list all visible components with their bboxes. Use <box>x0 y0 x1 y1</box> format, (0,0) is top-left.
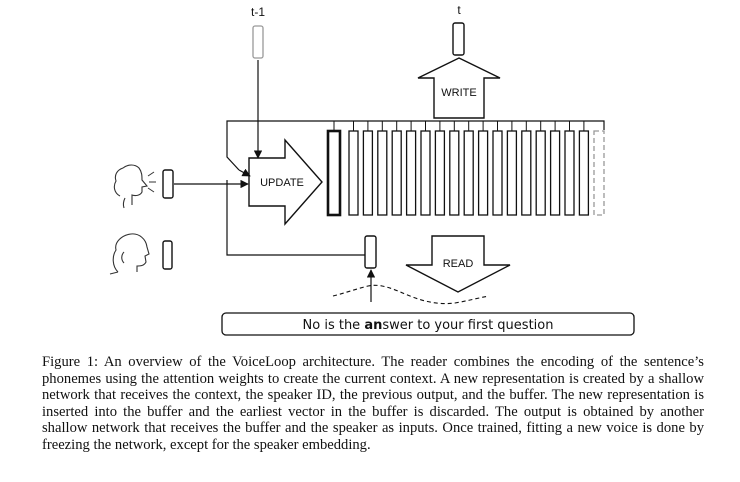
speaker-id-vector <box>162 169 174 199</box>
attention-curve <box>332 284 490 305</box>
context-vector <box>364 235 377 269</box>
buffer-slot <box>506 130 518 216</box>
sentence-pre: No is the <box>303 318 365 333</box>
buffer-slot <box>477 130 489 216</box>
figure-caption: Figure 1: An overview of the VoiceLoop a… <box>42 354 704 453</box>
buffer-slot <box>348 130 359 216</box>
buffer <box>326 129 605 217</box>
write-label: WRITE <box>441 87 476 99</box>
buffer-slot <box>434 130 446 216</box>
update-label: UPDATE <box>260 177 304 189</box>
update-arrow: UPDATE <box>248 138 323 226</box>
input-sentence: No is the answer to your first question <box>303 318 554 333</box>
buffer-feedback-loop <box>226 120 605 177</box>
previous-output-vector <box>252 25 264 59</box>
speaker-head-icon-1 <box>113 164 149 209</box>
read-label: READ <box>443 258 474 270</box>
buffer-slot <box>377 130 388 216</box>
buffer-slot <box>521 130 532 216</box>
voiceloop-architecture-diagram: t-1 t WRITE UPDATE <box>109 3 635 336</box>
buffer-slot <box>492 130 503 216</box>
buffer-slot <box>362 130 374 216</box>
buffer-slot <box>405 130 417 216</box>
buffer-slot <box>391 130 402 216</box>
write-arrow: WRITE <box>417 57 501 119</box>
context-path <box>226 180 365 256</box>
buffer-slot <box>449 130 460 216</box>
label-t: t <box>457 3 461 17</box>
buffer-slot <box>564 130 575 216</box>
buffer-slot <box>535 130 546 216</box>
buffer-slot <box>420 130 431 216</box>
input-sentence-box <box>221 312 635 336</box>
output-vector <box>452 22 465 56</box>
buffer-discarded-slot <box>593 130 605 216</box>
sentence-attended-phoneme: an <box>364 318 382 333</box>
speaker-id-vector-2 <box>162 240 173 270</box>
read-arrow: READ <box>405 235 511 293</box>
speaking-waves-icon <box>147 171 156 193</box>
buffer-slot <box>463 130 474 216</box>
buffer-slot <box>578 130 590 216</box>
buffer-newest-slot <box>326 129 342 217</box>
buffer-slot <box>549 130 561 216</box>
sentence-post: swer to your first question <box>382 318 553 333</box>
speaker-head-icon-2 <box>109 233 150 275</box>
label-t-minus-1: t-1 <box>251 5 265 19</box>
